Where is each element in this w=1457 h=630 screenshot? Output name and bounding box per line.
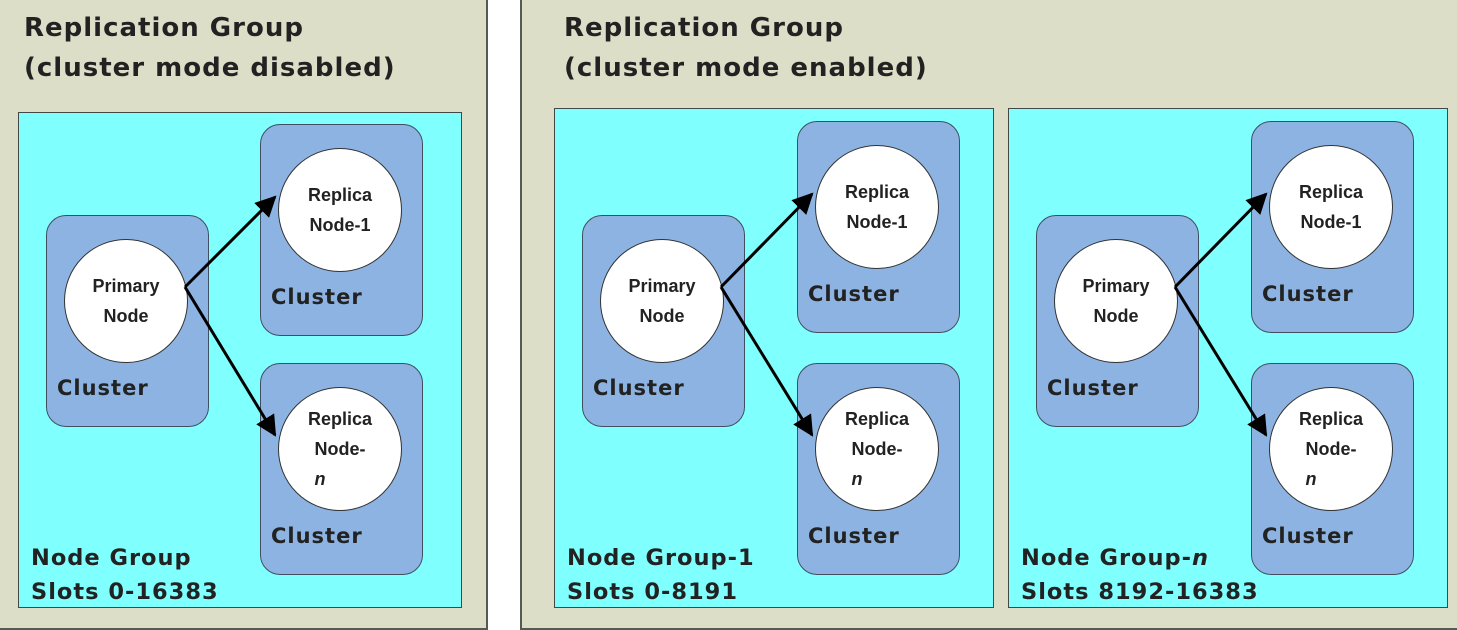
node-group-slots: Slots 0-8191 bbox=[567, 579, 738, 605]
primary-node-label-line1: Primary bbox=[92, 276, 160, 296]
replication-group-title: Replication Group (cluster mode enabled) bbox=[564, 8, 928, 88]
primary-cluster: Primary Node Cluster bbox=[582, 215, 745, 427]
replication-arrows bbox=[183, 195, 277, 437]
node-group-label: Node Group-1 Slots 0-8191 bbox=[567, 541, 755, 609]
replica-node-n-label-line1: Replica bbox=[844, 409, 910, 429]
node-group-name-prefix: Node Group bbox=[31, 545, 192, 571]
cluster-label: Cluster bbox=[1262, 524, 1354, 548]
node-group-name-suffix: n bbox=[1191, 545, 1210, 571]
replica-node-n-label-line2: Node-n bbox=[315, 434, 366, 494]
cluster-label: Cluster bbox=[57, 376, 149, 400]
replica-node-n-label-line1: Replica bbox=[307, 409, 373, 429]
arrow-to-replica-n bbox=[719, 286, 814, 437]
cluster-label: Cluster bbox=[808, 524, 900, 548]
node-group-name: Node Group-1 bbox=[567, 541, 755, 575]
replica-n-cluster: Replica Node-n Cluster bbox=[1251, 363, 1414, 575]
node-group-label: Node Group Slots 0-16383 bbox=[31, 541, 219, 609]
replica-node-n-label-prefix: Node- bbox=[1305, 439, 1357, 459]
replica-node-1: Replica Node-1 bbox=[815, 145, 939, 269]
cluster-label: Cluster bbox=[271, 524, 363, 548]
primary-node-label-line2: Node bbox=[1093, 306, 1139, 326]
replica-node-n: Replica Node-n bbox=[1269, 387, 1393, 511]
replica-n-cluster: Replica Node-n Cluster bbox=[260, 363, 423, 575]
replication-group-cluster-mode-disabled: Replication Group (cluster mode disabled… bbox=[0, 0, 488, 630]
node-group-name: Node Group-n bbox=[1021, 541, 1259, 575]
replication-group-title-line2: (cluster mode disabled) bbox=[24, 53, 396, 83]
replica-node-1-label-line1: Replica bbox=[1298, 182, 1364, 202]
replica-node-1-label-line2: Node-1 bbox=[309, 215, 371, 235]
replica-node-1: Replica Node-1 bbox=[278, 148, 402, 272]
replica-node-n-label-line2: Node-n bbox=[1306, 434, 1357, 494]
node-group-label: Node Group-n Slots 8192-16383 bbox=[1021, 541, 1259, 609]
replication-group-cluster-mode-enabled: Replication Group (cluster mode enabled)… bbox=[520, 0, 1457, 630]
replica-node-1: Replica Node-1 bbox=[1269, 145, 1393, 269]
replication-arrows bbox=[1173, 192, 1268, 437]
replication-arrows bbox=[719, 192, 814, 437]
replica-node-n: Replica Node-n bbox=[815, 387, 939, 511]
replica-1-cluster: Replica Node-1 Cluster bbox=[260, 124, 423, 336]
node-group-name-prefix: Node Group- bbox=[1021, 545, 1192, 571]
cluster-label: Cluster bbox=[593, 376, 685, 400]
arrow-to-replica-n bbox=[1173, 286, 1268, 437]
replica-1-cluster: Replica Node-1 Cluster bbox=[1251, 121, 1414, 333]
replica-node-n-label-line1: Replica bbox=[1298, 409, 1364, 429]
replication-group-title-line1: Replication Group bbox=[24, 13, 304, 43]
primary-node-label-line1: Primary bbox=[1082, 276, 1150, 296]
primary-node-label-line1: Primary bbox=[628, 276, 696, 296]
arrow-to-replica-n bbox=[183, 286, 277, 437]
primary-node-label-line2: Node bbox=[639, 306, 685, 326]
cluster-label: Cluster bbox=[1262, 282, 1354, 306]
replication-group-title-line1: Replication Group bbox=[564, 13, 844, 43]
replication-group-title-line2: (cluster mode enabled) bbox=[564, 53, 928, 83]
cluster-label: Cluster bbox=[808, 282, 900, 306]
replica-node-1-label-line1: Replica bbox=[307, 185, 373, 205]
replica-node-n-label-suffix: n bbox=[1305, 469, 1317, 489]
replica-node-n-label-prefix: Node- bbox=[314, 439, 366, 459]
node-group-slots: Slots 8192-16383 bbox=[1021, 579, 1259, 605]
node-group-1: Primary Node Cluster Replica Node-1 Clus… bbox=[554, 108, 994, 608]
primary-cluster: Primary Node Cluster bbox=[46, 215, 209, 427]
arrow-to-replica-1 bbox=[183, 195, 277, 289]
cluster-label: Cluster bbox=[271, 285, 363, 309]
replica-node-n-label-prefix: Node- bbox=[851, 439, 903, 459]
arrow-to-replica-1 bbox=[719, 192, 814, 289]
primary-node: Primary Node bbox=[600, 239, 724, 363]
primary-node: Primary Node bbox=[1054, 239, 1178, 363]
arrow-to-replica-1 bbox=[1173, 192, 1268, 289]
replica-node-n: Replica Node-n bbox=[278, 387, 402, 511]
node-group-name-prefix: Node Group-1 bbox=[567, 545, 755, 571]
node-group-slots: Slots 0-16383 bbox=[31, 579, 219, 605]
cluster-label: Cluster bbox=[1047, 376, 1139, 400]
node-group-n: Primary Node Cluster Replica Node-1 Clus… bbox=[1008, 108, 1448, 608]
primary-node: Primary Node bbox=[64, 239, 188, 363]
primary-cluster: Primary Node Cluster bbox=[1036, 215, 1199, 427]
replica-node-n-label-line2: Node-n bbox=[852, 434, 903, 494]
replication-group-title: Replication Group (cluster mode disabled… bbox=[24, 8, 396, 88]
replica-node-n-label-suffix: n bbox=[851, 469, 863, 489]
replica-node-1-label-line1: Replica bbox=[844, 182, 910, 202]
replica-node-n-label-suffix: n bbox=[314, 469, 326, 489]
replica-1-cluster: Replica Node-1 Cluster bbox=[797, 121, 960, 333]
replica-node-1-label-line2: Node-1 bbox=[1300, 212, 1362, 232]
primary-node-label-line2: Node bbox=[103, 306, 149, 326]
replica-n-cluster: Replica Node-n Cluster bbox=[797, 363, 960, 575]
replica-node-1-label-line2: Node-1 bbox=[846, 212, 908, 232]
node-group-name: Node Group bbox=[31, 541, 219, 575]
node-group: Primary Node Cluster Replica Node-1 Clus… bbox=[18, 112, 462, 608]
